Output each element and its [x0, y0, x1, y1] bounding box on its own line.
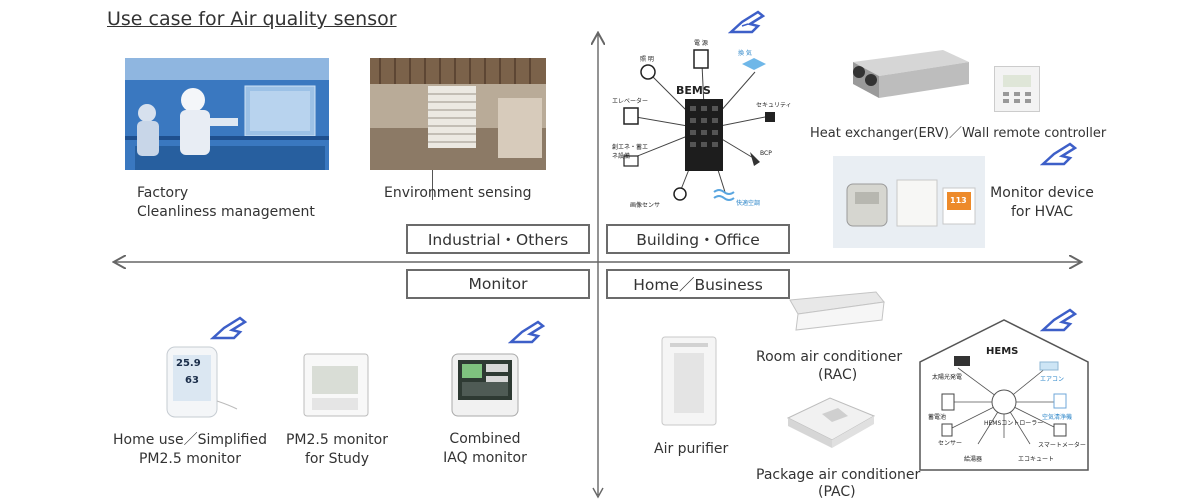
iaq-label-line1: Combined — [449, 431, 521, 447]
bems-node-lighting: 照 明 — [640, 56, 654, 63]
iaq-label-line2: IAQ monitor — [443, 450, 527, 466]
factory-photo — [125, 58, 329, 170]
hems-node-smart-meter: スマートメーター — [1038, 442, 1086, 449]
hvac-monitor-image: 113 — [833, 156, 985, 248]
package-ac-image — [782, 388, 878, 458]
quadrant-label-industrial: Industrial・Others — [406, 224, 590, 254]
hems-node-aircon: エアコン — [1040, 376, 1065, 383]
pm25-study-monitor-image — [302, 352, 370, 418]
erv-label: Heat exchanger(ERV)／Wall remote controll… — [810, 126, 1107, 141]
hems-node-ecocute: エコキュート — [1018, 456, 1055, 463]
hems-node-battery: 蓄電池 — [928, 414, 947, 421]
bems-node-power: 電 源 — [694, 40, 708, 47]
hvac-screen-value: 113 — [950, 196, 967, 205]
bems-node-ventilation: 換 気 — [738, 50, 752, 57]
home-pm25-monitor-image: 25.9 63 — [165, 345, 239, 421]
rac-label-line1: Room air conditioner — [756, 349, 903, 365]
hems-node-solar: 太陽光発電 — [932, 374, 963, 381]
hems-node-purifier: 空気清浄機 — [1042, 414, 1073, 421]
bems-node-bcp: BCP — [760, 150, 772, 157]
quadrant-label-monitor: Monitor — [406, 269, 590, 299]
iaq-monitor-image — [450, 350, 520, 420]
quadrant-label-building: Building・Office — [606, 224, 790, 254]
bems-node-energy: 創エネ・蓄エネ設備 — [612, 144, 649, 160]
bems-node-comfort-ac: 快適空調 — [736, 200, 761, 207]
pointing-hand-icon — [210, 314, 248, 342]
pointing-hand-icon — [728, 8, 766, 36]
factory-label-line1: Factory — [137, 185, 189, 201]
pointer-line — [432, 170, 433, 200]
bems-diagram: BEMS 照 明 電 源 換 気 エレベーター セキュリティ BCP 創エネ・蓄… — [610, 34, 800, 216]
pointing-hand-icon — [508, 318, 546, 346]
home-monitor-screen-mid: 63 — [185, 375, 199, 386]
wall-remote-image — [994, 66, 1040, 112]
pac-label-line1: Package air conditioner — [756, 467, 921, 483]
hvac-label-line2: for HVAC — [1010, 204, 1073, 220]
pac-label-line2: (PAC) — [818, 484, 856, 500]
hems-node-sensor: センサー — [938, 440, 963, 447]
hems-node-controller: HEMSコントローラー — [984, 420, 1044, 427]
air-purifier-image — [656, 335, 722, 427]
rac-label-line2: (RAC) — [818, 367, 858, 383]
hvac-label-line1: Monitor device — [990, 185, 1094, 201]
bems-node-elevator: エレベーター — [612, 98, 649, 105]
factory-label-line2: Cleanliness management — [137, 204, 315, 220]
pointing-hand-icon — [1040, 306, 1078, 334]
environment-label: Environment sensing — [384, 185, 532, 201]
hems-label: HEMS — [986, 346, 1019, 357]
page-title: Use case for Air quality sensor — [107, 8, 397, 30]
pointing-hand-icon — [1040, 140, 1078, 168]
home-monitor-label-line1: Home use／Simplified — [113, 432, 267, 448]
home-monitor-screen-top: 25.9 — [176, 358, 201, 369]
erv-image — [843, 40, 973, 100]
hems-node-water-heater: 給湯器 — [964, 456, 983, 463]
environment-photo — [370, 58, 546, 170]
pm25-study-label-line1: PM2.5 monitor — [285, 432, 388, 448]
bems-label: BEMS — [676, 84, 711, 97]
home-monitor-label-line2: PM2.5 monitor — [138, 451, 241, 467]
bems-node-security: セキュリティ — [756, 102, 792, 109]
pm25-study-label-line2: for Study — [304, 451, 370, 467]
quadrant-label-home: Home／Business — [606, 269, 790, 299]
air-purifier-label: Air purifier — [654, 441, 729, 457]
room-ac-image — [784, 290, 886, 338]
bems-node-image-sensor: 画像センサ — [630, 202, 661, 209]
hems-diagram: HEMS 太陽光発電 蓄電池 エアコン 空気清浄機 HEMSコントローラー セン… — [918, 318, 1090, 474]
